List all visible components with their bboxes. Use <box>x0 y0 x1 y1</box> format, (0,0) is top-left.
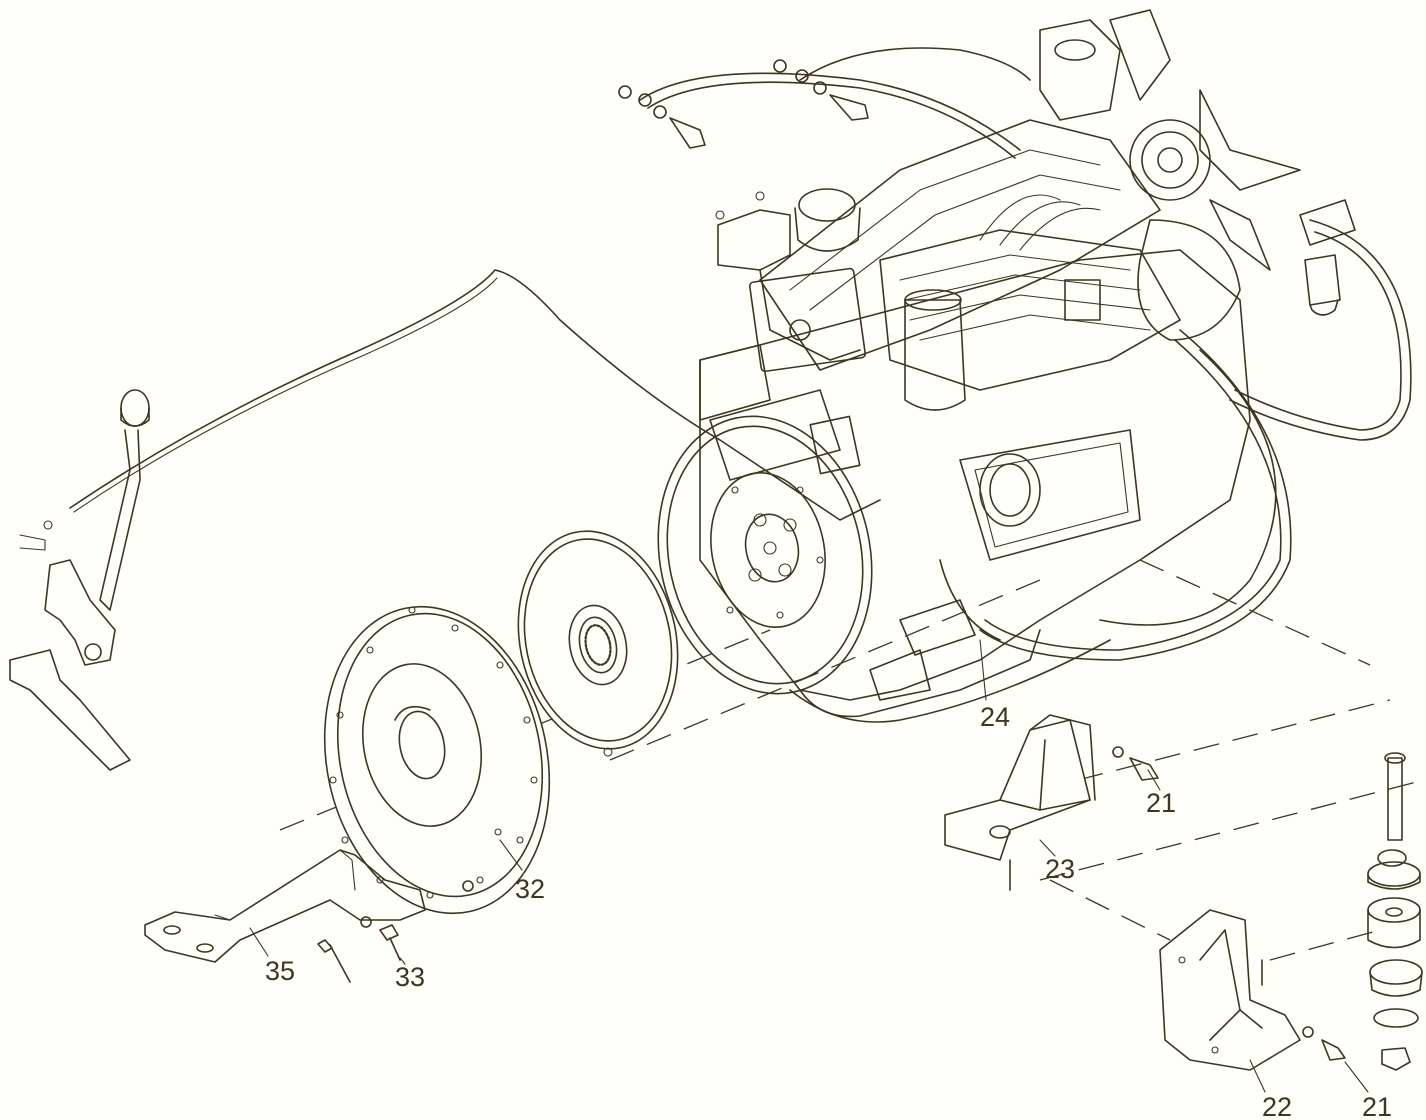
hoses <box>639 47 1412 723</box>
center-line-mount-upper <box>999 699 1391 801</box>
part-22-mount-bracket <box>1159 909 1346 1071</box>
callout-22: 22 <box>1262 1092 1292 1120</box>
part-23-engine-mount <box>944 714 1159 891</box>
leader-lines <box>249 639 1369 1093</box>
leader-33 <box>399 957 406 965</box>
leader-21a <box>1147 769 1161 791</box>
engine-block <box>699 9 1301 718</box>
leader-32 <box>499 839 523 871</box>
callout-23: 23 <box>1045 854 1075 884</box>
callout-24: 24 <box>980 702 1010 732</box>
callout-33: 33 <box>395 962 425 992</box>
flywheel <box>657 415 873 695</box>
part-32-flywheel-housing <box>323 605 551 915</box>
leader-35 <box>249 927 269 957</box>
rubber-mount-stack <box>1367 752 1423 1071</box>
part-35-bracket <box>144 849 426 983</box>
callout-35: 35 <box>265 956 295 986</box>
callout-21-upper: 21 <box>1146 788 1176 818</box>
leader-24 <box>979 639 987 701</box>
clutch-disc <box>517 530 679 757</box>
center-line-engine-right <box>1139 559 1371 666</box>
leader-22 <box>1249 1059 1266 1093</box>
leader-21b <box>1344 1061 1369 1093</box>
callout-labels: 24 21 23 32 33 35 22 21 <box>265 702 1392 1120</box>
center-line-bracket-22 <box>1049 879 1171 941</box>
callout-32: 32 <box>515 874 545 904</box>
leader-23 <box>1039 839 1056 857</box>
throttle-cable <box>69 269 881 521</box>
throttle-lever <box>9 389 150 771</box>
center-line-mount-mid <box>1039 779 1425 881</box>
callout-21-lower: 21 <box>1362 1092 1392 1120</box>
center-line-bolt-stack <box>1269 929 1381 961</box>
top-fasteners <box>618 59 869 220</box>
